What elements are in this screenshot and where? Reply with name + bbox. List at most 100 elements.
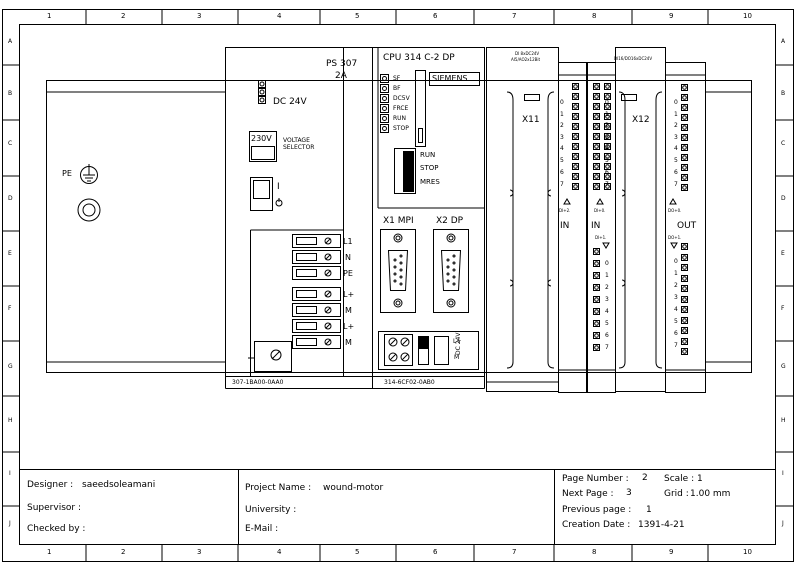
column-label: 1 — [47, 12, 52, 20]
terminal-label: N — [345, 253, 351, 262]
ps-order-number: 307-1BA00-0AA0 — [232, 379, 284, 386]
di-label: DI+2. — [559, 208, 571, 213]
row-label: I — [9, 470, 11, 477]
voltage-selector-switch — [249, 131, 277, 162]
cpu-led-label: STOP — [393, 125, 409, 132]
channel-number: 7 — [674, 181, 678, 188]
column-label: 6 — [433, 548, 438, 556]
column-label: 10 — [743, 12, 752, 20]
terminal-label: L+ — [343, 290, 355, 299]
voltage-selector-label: SELECTOR — [283, 144, 315, 151]
terminals-strip-d-top — [669, 84, 688, 205]
row-label: F — [8, 305, 12, 312]
ps-current: 2A — [335, 71, 347, 81]
channel-number: 1 — [674, 111, 678, 118]
mode-label: STOP — [420, 164, 439, 172]
channel-number: 6 — [605, 169, 609, 176]
supply-m-label: M — [454, 354, 460, 361]
channel-number: 6 — [674, 169, 678, 176]
di-label: DI+0. — [594, 208, 606, 213]
channel-number: 0 — [560, 99, 564, 106]
in-label: IN — [591, 221, 601, 231]
row-label: I — [782, 470, 784, 477]
channel-number: 5 — [605, 320, 609, 327]
row-label: B — [781, 90, 786, 97]
column-label: 9 — [669, 548, 674, 556]
column-label: 4 — [277, 12, 282, 20]
column-label: 1 — [47, 548, 52, 556]
ps-terminal-block — [292, 234, 341, 349]
channel-number: 1 — [560, 111, 564, 118]
column-label: 10 — [743, 548, 752, 556]
channel-number: 1 — [674, 270, 678, 277]
cpu-status-leds — [380, 74, 389, 133]
mode-label: RUN — [420, 151, 436, 159]
channel-number: 1 — [605, 111, 609, 118]
cpu-led-label: BF — [393, 85, 401, 92]
terminals-strip-b-bottom — [593, 242, 610, 351]
switch-on-label: I — [277, 182, 280, 192]
cpu-supply-terminal — [378, 331, 479, 370]
ps-model: PS 307 — [326, 59, 358, 69]
row-label: H — [8, 417, 13, 424]
row-label: J — [9, 520, 11, 527]
mpi-port-connector — [380, 229, 416, 313]
io-module-a-terminal-strip — [558, 62, 587, 393]
channel-number: 7 — [560, 181, 564, 188]
channel-number: 2 — [674, 282, 678, 289]
channel-number: 2 — [605, 122, 609, 129]
terminal-label: PE — [343, 269, 353, 278]
terminals-strip-c — [604, 83, 611, 190]
designer-label: Designer : — [27, 480, 74, 490]
supply-lplus-label: L+ — [453, 338, 462, 345]
channel-number: 5 — [674, 157, 678, 164]
dc24v-indicator-leds — [258, 80, 266, 104]
creation-date-value: 1391-4-21 — [638, 520, 685, 530]
module-a-slot-label: X11 — [522, 115, 540, 125]
page-number-value: 2 — [642, 473, 648, 483]
channel-number: 7 — [605, 181, 609, 188]
channel-number: 4 — [674, 306, 678, 313]
column-label: 5 — [355, 548, 360, 556]
channel-number: 3 — [605, 134, 609, 141]
terminals-strip-d-bottom — [670, 242, 688, 355]
row-label: J — [782, 520, 784, 527]
cpu-led-label: DC5V — [393, 95, 410, 102]
voltage-selector-label: VOLTAGE — [283, 137, 310, 144]
module-b-slot-label: X12 — [632, 115, 650, 125]
inner-frame — [19, 24, 776, 545]
channel-number: 0 — [674, 258, 678, 265]
memory-card-slot — [415, 70, 426, 147]
terminal-label: L1 — [343, 237, 353, 246]
column-label: 2 — [121, 12, 126, 20]
project-name-value: wound-motor — [323, 483, 384, 493]
io-module-b-terminal-strip-right — [665, 62, 706, 393]
channel-number: 4 — [674, 145, 678, 152]
module-b-header: DI16/DO16xDC24V — [614, 56, 653, 61]
row-label: C — [781, 140, 786, 147]
page-number-label: Page Number : — [562, 474, 629, 484]
channel-number: 5 — [560, 157, 564, 164]
channel-number: 3 — [605, 296, 609, 303]
column-label: 3 — [197, 12, 202, 20]
checked-by-label: Checked by : — [27, 524, 86, 534]
in-label: IN — [560, 221, 570, 231]
project-name-label: Project Name : — [245, 483, 312, 493]
module-a-header: DI 8xDC24V — [515, 51, 540, 56]
channel-number: 6 — [560, 169, 564, 176]
channel-number: 7 — [674, 342, 678, 349]
mpi-port-label: X1 MPI — [383, 216, 414, 226]
row-label: D — [8, 195, 13, 202]
di-label: DI+1. — [595, 235, 607, 240]
next-page-label: Next Page : — [562, 489, 614, 499]
previous-page-label: Previous page : — [562, 505, 632, 515]
channel-number: 1 — [605, 272, 609, 279]
creation-date-label: Creation Date : — [562, 520, 631, 530]
row-zone-ticks — [2, 64, 794, 507]
cpu-led-label: RUN — [393, 115, 407, 122]
row-label: B — [8, 90, 13, 97]
row-label: G — [8, 363, 13, 370]
column-label: 7 — [512, 12, 517, 20]
channel-number: 2 — [560, 122, 564, 129]
channel-number: 0 — [605, 260, 609, 267]
